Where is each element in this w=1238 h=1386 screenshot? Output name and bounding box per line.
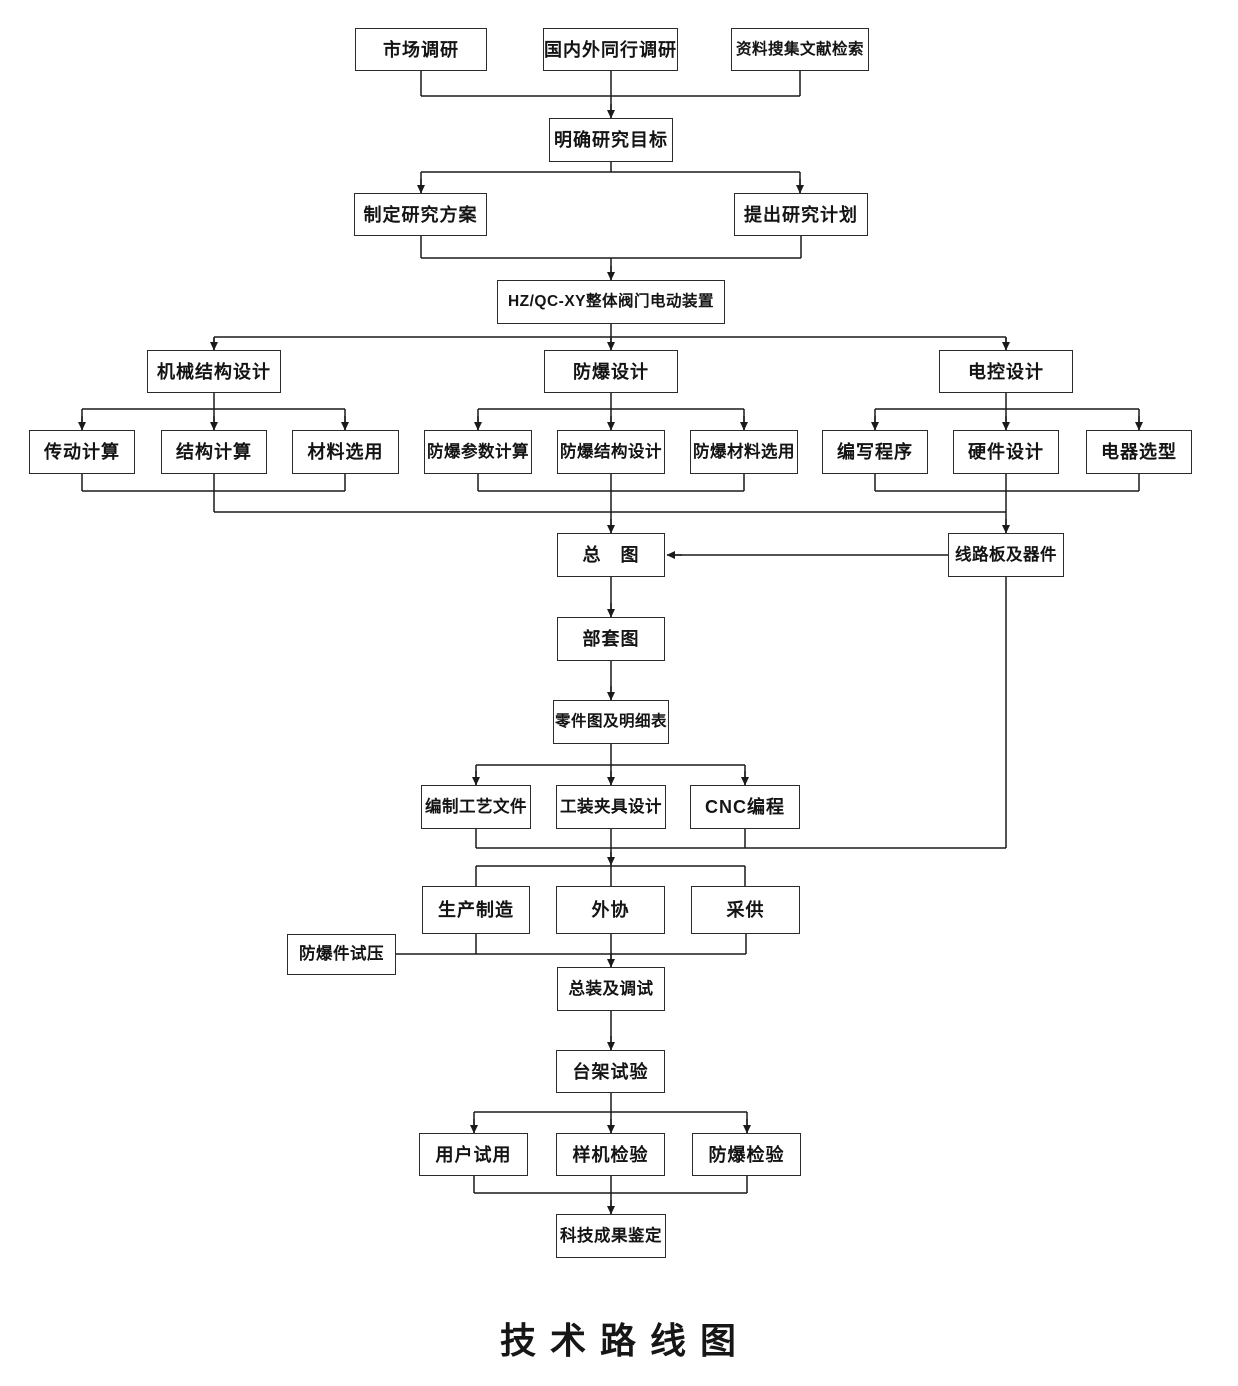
node-part-drawings: 零件图及明细表	[553, 700, 669, 744]
node-peer-research: 国内外同行调研	[543, 28, 678, 71]
node-research-schedule: 提出研究计划	[734, 193, 868, 236]
node-programming: 编写程序	[822, 430, 928, 474]
node-explosion-proof-design: 防爆设计	[544, 350, 678, 393]
diagram-title: 技 术 路 线 图	[499, 1320, 738, 1361]
node-user-trial: 用户试用	[419, 1133, 528, 1176]
node-general-drawing: 总 图	[557, 533, 665, 577]
node-material-selection: 材料选用	[292, 430, 399, 474]
node-hardware-design: 硬件设计	[953, 430, 1059, 474]
node-clarify-goal: 明确研究目标	[549, 118, 673, 162]
node-ex-pressure-test: 防爆件试压	[287, 934, 396, 975]
node-literature-search: 资料搜集文献检索	[731, 28, 869, 71]
node-outsourcing: 外协	[556, 886, 665, 934]
node-market-research: 市场调研	[355, 28, 487, 71]
node-structure-calc: 结构计算	[161, 430, 267, 474]
node-procurement: 采供	[691, 886, 800, 934]
node-ex-structure-design: 防爆结构设计	[557, 430, 665, 474]
node-manufacturing: 生产制造	[422, 886, 530, 934]
node-process-files: 编制工艺文件	[421, 785, 531, 829]
node-research-plan: 制定研究方案	[354, 193, 487, 236]
node-cnc-programming: CNC编程	[690, 785, 800, 829]
wire-arrowheads	[78, 104, 1143, 1215]
node-ex-inspection: 防爆检验	[692, 1133, 801, 1176]
node-assembly-drawing: 部套图	[557, 617, 665, 661]
node-prototype-inspection: 样机检验	[556, 1133, 665, 1176]
node-electric-control-design: 电控设计	[939, 350, 1073, 393]
node-fixture-design: 工装夹具设计	[556, 785, 666, 829]
node-product: HZ/QC-XY整体阀门电动装置	[497, 280, 725, 324]
node-circuit-board: 线路板及器件	[948, 533, 1064, 577]
node-ex-material-selection: 防爆材料选用	[690, 430, 798, 474]
node-achievement-appraisal: 科技成果鉴定	[556, 1214, 666, 1258]
node-mechanical-design: 机械结构设计	[147, 350, 281, 393]
node-bench-test: 台架试验	[556, 1050, 665, 1093]
node-electric-selection: 电器选型	[1086, 430, 1192, 474]
node-ex-param-calc: 防爆参数计算	[424, 430, 532, 474]
node-transmission-calc: 传动计算	[29, 430, 135, 474]
node-final-assembly: 总装及调试	[557, 967, 665, 1011]
